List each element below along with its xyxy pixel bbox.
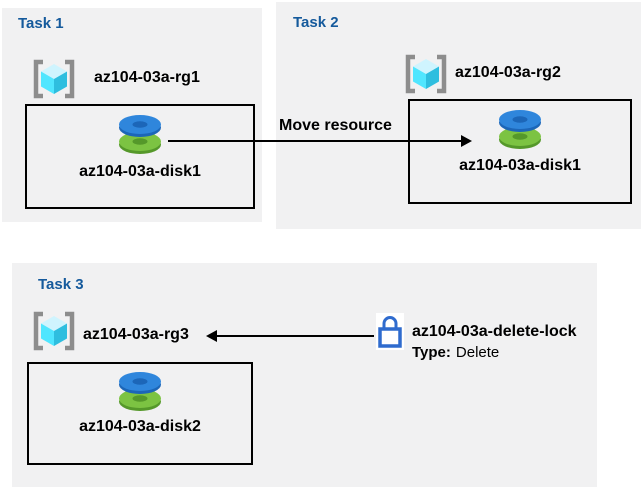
task3-disk-label: az104-03a-disk2 (79, 418, 201, 435)
move-resource-label: Move resource (279, 117, 392, 134)
task2-resource-group-label: az104-03a-rg2 (455, 64, 561, 81)
arrow-line (168, 140, 462, 142)
lock-type-value: Delete (455, 344, 500, 361)
task1-resource-group-label: az104-03a-rg1 (94, 69, 200, 86)
task2-panel (276, 2, 641, 229)
arrow-line (216, 335, 374, 337)
lock-icon (376, 313, 404, 350)
resource-group-icon (32, 59, 76, 99)
task3-resource-group-label: az104-03a-rg3 (83, 326, 189, 343)
resource-group-icon (32, 311, 76, 351)
task1-panel (2, 8, 262, 222)
arrow-head (206, 330, 217, 342)
disk-icon (117, 113, 163, 155)
task1-disk-label: az104-03a-disk1 (79, 163, 201, 180)
task3-resource-box (27, 362, 253, 465)
task1-title: Task 1 (18, 15, 64, 32)
task3-title: Task 3 (38, 276, 84, 293)
disk-icon (497, 108, 543, 150)
task2-title: Task 2 (293, 14, 339, 31)
lock-type-key: Type: (412, 344, 451, 361)
delete-lock-type-line: Type:Delete (412, 344, 499, 361)
task2-disk-label: az104-03a-disk1 (459, 157, 581, 174)
arrow-head (461, 135, 472, 147)
resource-group-icon (404, 54, 448, 94)
delete-lock-name-label: az104-03a-delete-lock (412, 323, 577, 340)
task1-resource-box (25, 104, 255, 209)
disk-icon (117, 370, 163, 412)
task3-panel (12, 263, 597, 487)
task2-resource-box (408, 99, 632, 204)
